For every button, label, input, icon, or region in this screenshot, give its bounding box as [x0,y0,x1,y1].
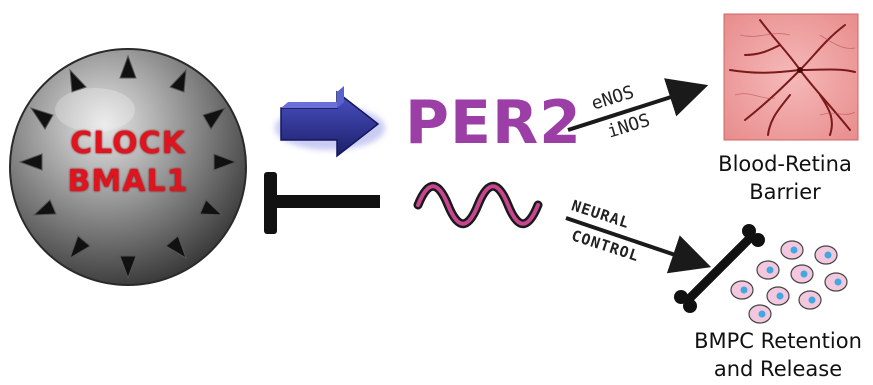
wave-icon [413,181,543,229]
per2-label: PER2 [405,88,582,158]
blood-retina-caption-line2: Barrier [749,180,821,204]
bmal1-label: BMAL1 [67,164,189,199]
bmpc-caption-line2: and Release [713,357,843,381]
bone-icon [674,224,765,313]
clock-label: CLOCK [70,126,186,161]
blood-retina-caption-line1: Blood-Retina [718,152,852,176]
cell-cluster-icon [730,240,848,324]
bmpc-caption-line1: BMPC Retention [694,329,862,353]
upper-arrow [567,78,709,132]
blue-arrow-icon [275,86,385,158]
lower-arrow [565,216,712,274]
spiked-sphere-icon [9,48,247,286]
inhibition-bar-icon [264,172,380,234]
retina-vessel-icon [723,13,859,141]
